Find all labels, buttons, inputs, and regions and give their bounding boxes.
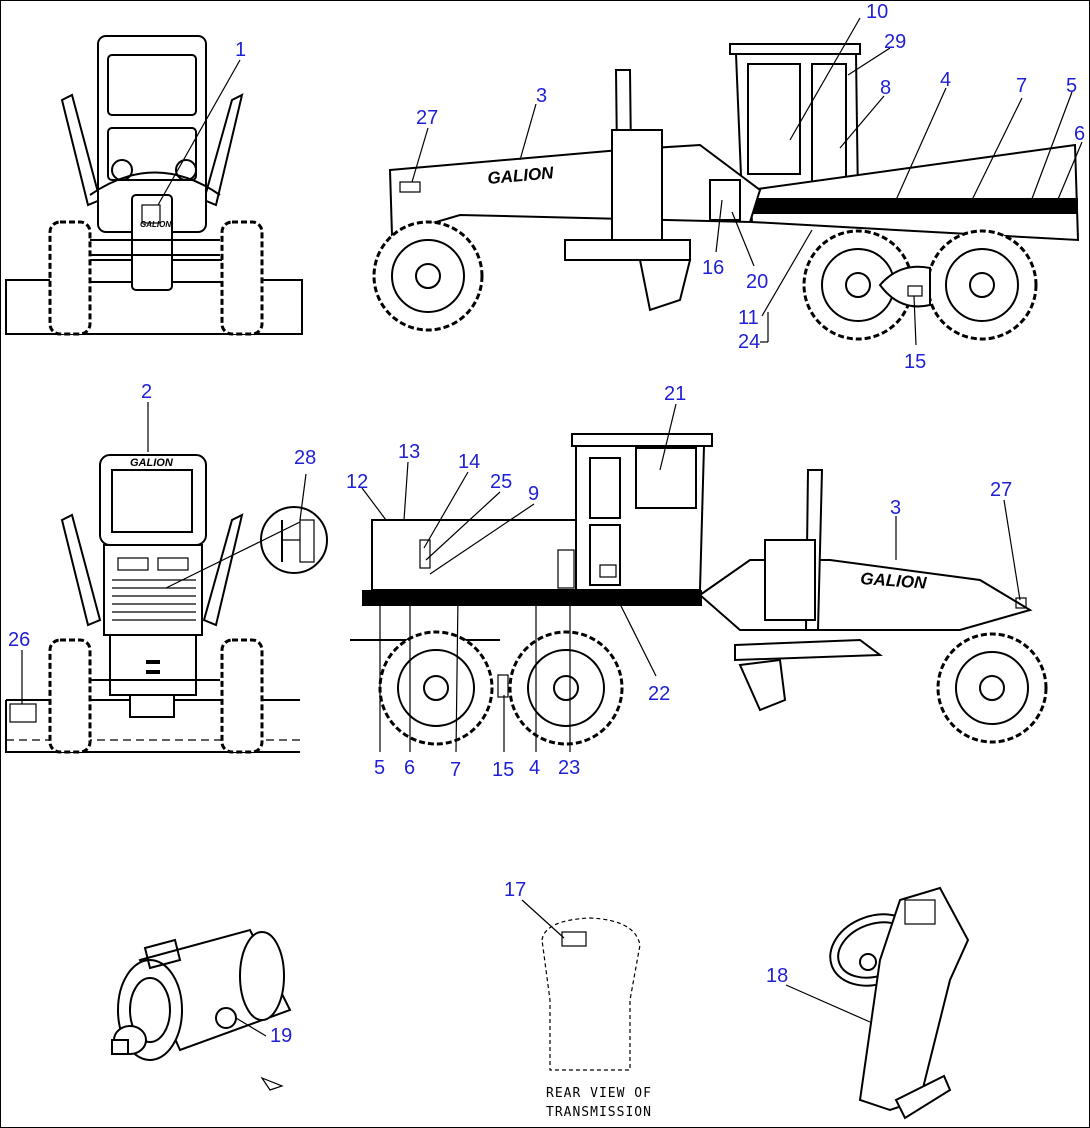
callout-12: 12 xyxy=(346,471,368,493)
callout-8: 8 xyxy=(880,77,891,99)
callout-5-left: 5 xyxy=(374,757,385,779)
leader-lines xyxy=(21,17,1083,1037)
callout-7-left: 7 xyxy=(450,759,461,781)
transmission-caption-line1: REAR VIEW OF xyxy=(546,1086,652,1101)
callout-21: 21 xyxy=(664,383,686,405)
callout-9: 9 xyxy=(528,483,539,505)
side-view-left-grader xyxy=(350,433,1048,746)
brand-front: GALION xyxy=(140,220,171,229)
hydraulic-pump-drawing xyxy=(111,928,292,1091)
callout-22: 22 xyxy=(648,683,670,705)
rear-view-grader xyxy=(5,454,328,754)
callout-17: 17 xyxy=(504,879,526,901)
callout-10: 10 xyxy=(866,1,888,23)
callout-5: 5 xyxy=(1066,75,1077,97)
callout-28: 28 xyxy=(294,447,316,469)
callout-27: 27 xyxy=(416,107,438,129)
brand-rear: GALION xyxy=(130,457,174,469)
callout-7: 7 xyxy=(1016,75,1027,97)
callout-1: 1 xyxy=(235,39,246,61)
callout-13: 13 xyxy=(398,441,420,463)
brand-side-left: GALION xyxy=(860,569,928,593)
callout-26: 26 xyxy=(8,629,30,651)
callout-3: 3 xyxy=(536,85,547,107)
callout-4: 4 xyxy=(940,69,951,91)
callout-15-left: 15 xyxy=(492,759,514,781)
callout-19: 19 xyxy=(270,1025,292,1047)
callout-16: 16 xyxy=(702,257,724,279)
transmission-caption-line2: TRANSMISSION xyxy=(546,1105,652,1120)
steering-column-drawing xyxy=(829,886,970,1120)
callout-18: 18 xyxy=(766,965,788,987)
callout-labels: 1 3 27 10 29 8 4 7 5 6 16 20 11 24 15 2 … xyxy=(8,1,1085,1047)
callout-2: 2 xyxy=(141,381,152,403)
callout-15: 15 xyxy=(904,351,926,373)
callout-24: 24 xyxy=(738,331,760,353)
callout-25: 25 xyxy=(490,471,512,493)
callout-6-left: 6 xyxy=(404,757,415,779)
front-view-grader xyxy=(5,35,303,336)
callout-4-left: 4 xyxy=(529,757,540,779)
callout-14: 14 xyxy=(458,451,480,473)
callout-23: 23 xyxy=(558,757,580,779)
callout-20: 20 xyxy=(746,271,768,293)
callout-29: 29 xyxy=(884,31,906,53)
callout-11: 11 xyxy=(738,307,759,329)
callout-6: 6 xyxy=(1074,123,1085,145)
callout-3-left: 3 xyxy=(890,497,901,519)
callout-27-left: 27 xyxy=(990,479,1012,501)
